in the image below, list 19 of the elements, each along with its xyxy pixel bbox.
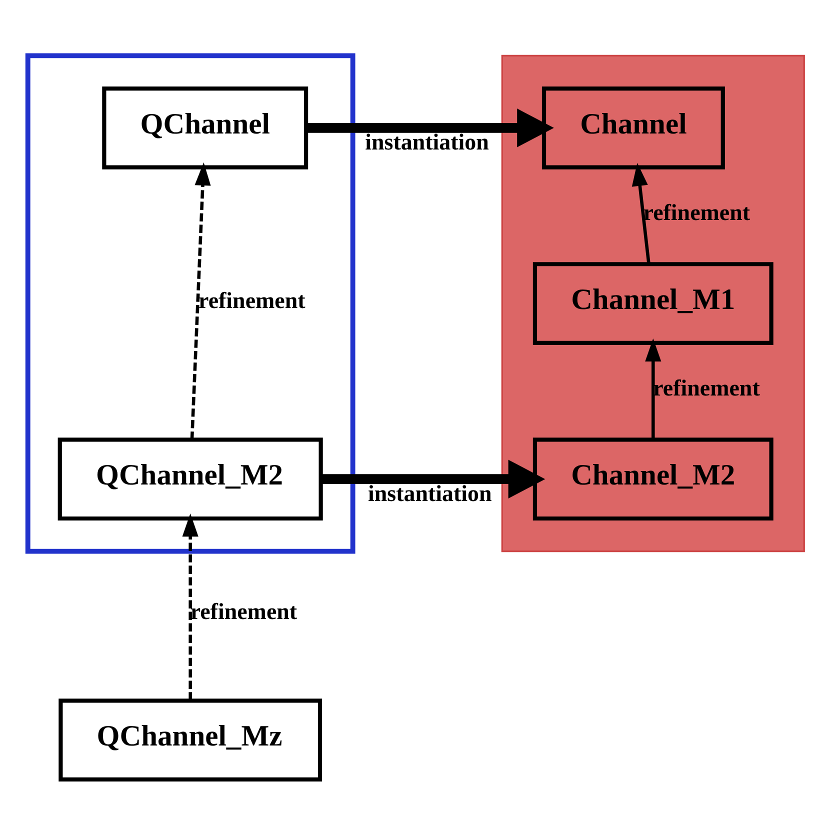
arrow [306, 108, 554, 148]
cluster [25, 53, 356, 554]
edge-label: refinement [190, 598, 298, 624]
node-box: Channel_M1 [532, 262, 774, 345]
edge-label: instantiation [368, 480, 492, 506]
edge-label: instantiation [365, 130, 489, 155]
node-box: Channel_M2 [532, 438, 774, 521]
node-box: QChannel [102, 86, 308, 170]
arrow [645, 338, 662, 440]
arrow [321, 460, 546, 498]
edge-label: refinement [198, 288, 306, 313]
node-box: QChannel_Mz [58, 698, 322, 782]
node-box: QChannel_M2 [58, 438, 323, 521]
arrow [182, 514, 198, 700]
arrow [632, 162, 650, 264]
cluster [501, 54, 805, 552]
node-box: Channel [542, 86, 725, 170]
arrow [190, 162, 211, 440]
edge-label: refinement [643, 200, 750, 226]
